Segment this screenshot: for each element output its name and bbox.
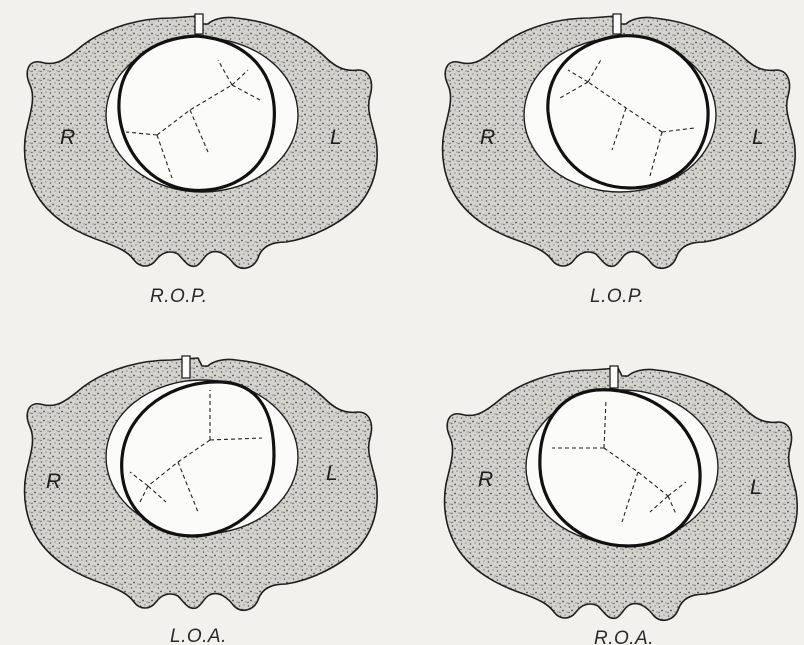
- symphysis: [195, 14, 203, 34]
- panel-loa: R L L.O.A.: [25, 356, 378, 645]
- panel-caption: R.O.P.: [150, 286, 208, 307]
- panel-caption: L.O.A.: [170, 626, 227, 645]
- panel-rop: R L R.O.P.: [25, 14, 378, 307]
- symphysis: [610, 366, 618, 388]
- left-side-label: L: [326, 462, 338, 485]
- left-side-label: L: [750, 476, 762, 499]
- panel-roa: R L R.O.A.: [445, 366, 798, 645]
- right-side-label: R: [60, 126, 75, 149]
- fetal-head: [119, 36, 274, 190]
- symphysis: [613, 14, 621, 34]
- left-side-label: L: [752, 126, 764, 149]
- panel-lop: R L L.O.P.: [443, 14, 796, 307]
- right-side-label: R: [480, 126, 495, 149]
- left-side-label: L: [330, 126, 342, 149]
- fetal-head: [548, 36, 708, 188]
- panel-caption: L.O.P.: [590, 286, 644, 307]
- right-side-label: R: [478, 468, 493, 491]
- panel-caption: R.O.A.: [594, 628, 654, 645]
- symphysis: [182, 356, 190, 378]
- right-side-label: R: [46, 470, 61, 493]
